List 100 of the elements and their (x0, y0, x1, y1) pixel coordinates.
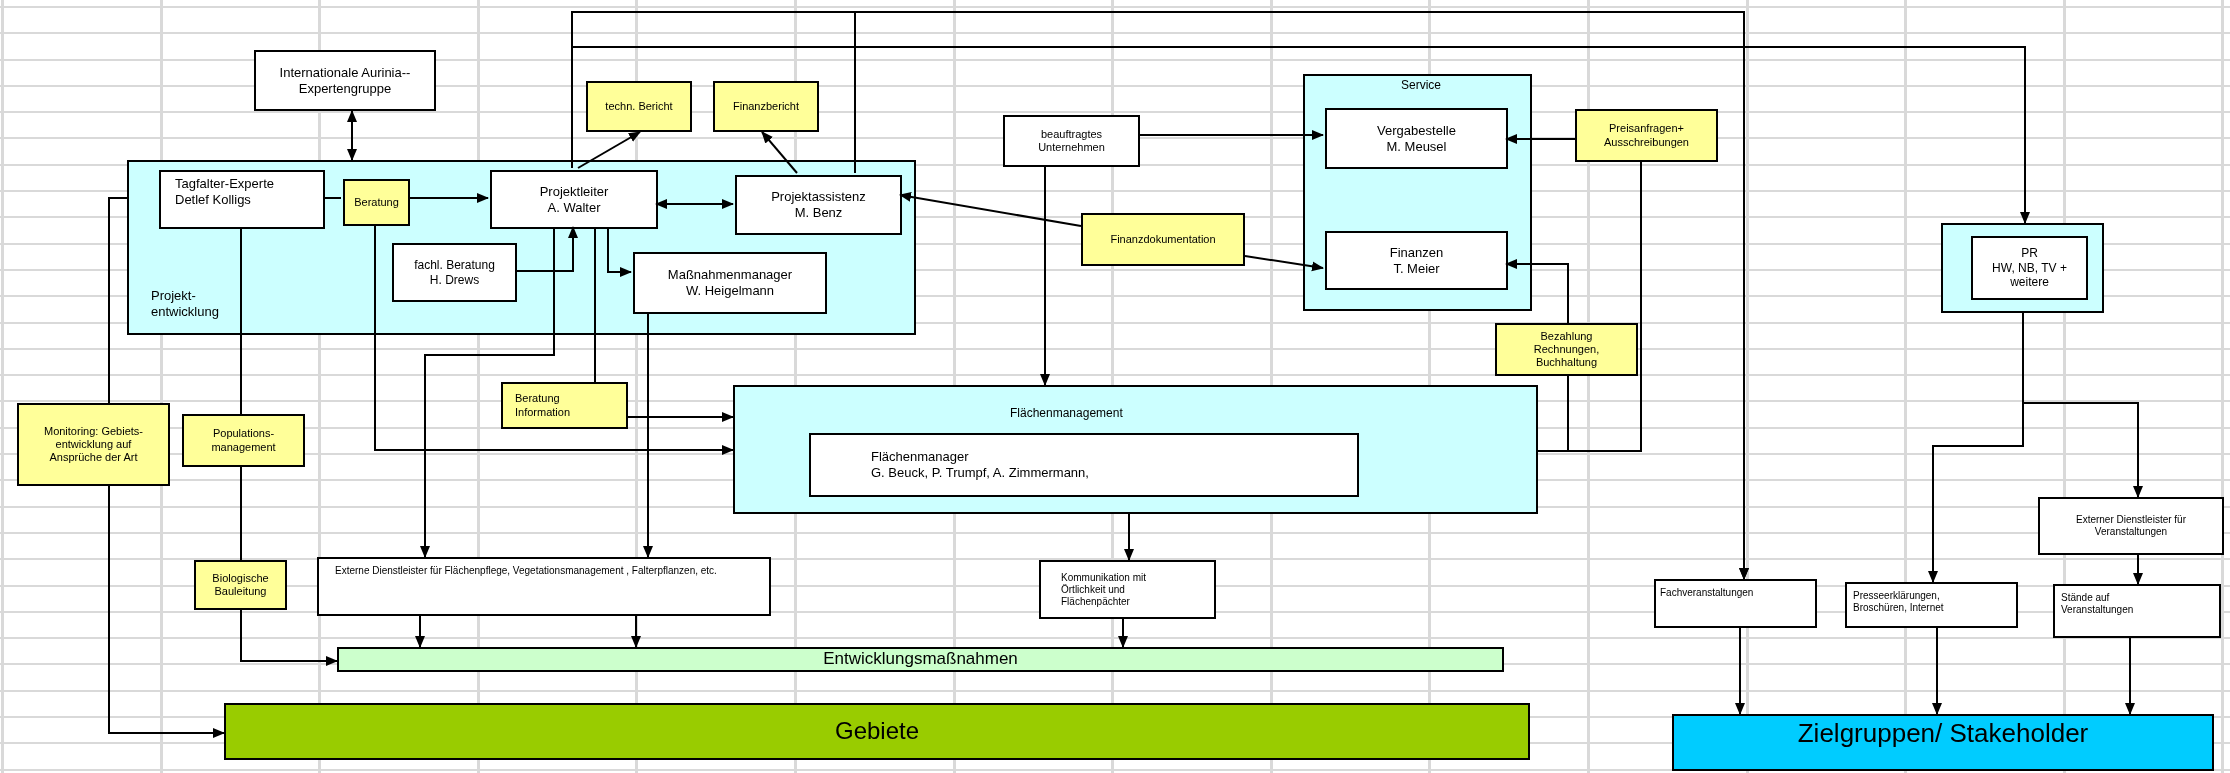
process-box (317, 557, 771, 616)
box-label: G. Beuck, P. Trumpf, A. Zimmermann, (871, 465, 1089, 481)
connector-arrow (627, 412, 734, 422)
box-label: Tagfalter-Experte Detlef Kolligs (175, 176, 275, 208)
connector-arrow (761, 131, 798, 174)
connector-arrow (899, 191, 1082, 227)
connector-arrow (2022, 312, 2143, 498)
note-box (1495, 323, 1638, 376)
box-label: Kommunikation mit Örtlichkeit und Flächenpächter (1061, 571, 1148, 608)
connector-arrow (643, 311, 653, 558)
connector-arrow (655, 199, 734, 209)
connector-arrow (1505, 134, 1576, 144)
box-label: Bezahlung Rechnungen, Buchhaltung (1532, 329, 1601, 370)
box-label: beauftragtes Unternehmen (1037, 127, 1106, 155)
connector-arrow (1118, 618, 1128, 648)
box-label: Presseerklärungen, Broschüren, Internet (1853, 590, 1945, 614)
connector-arrow (240, 609, 338, 666)
target-bar (1672, 714, 2214, 771)
connector-arrow (420, 226, 555, 558)
group-title: Service (1401, 78, 1441, 93)
connector-arrow (415, 615, 425, 648)
group-title: Flächenmanagement (1010, 406, 1123, 421)
box-label: M. Benz (794, 205, 843, 221)
connector-arrow (1932, 627, 1942, 715)
note-box (1081, 213, 1245, 266)
note-box (501, 382, 628, 429)
connector-arrow (347, 110, 357, 161)
group-panel (733, 385, 1538, 514)
process-box (490, 170, 658, 229)
box-label: Finanzen (1389, 244, 1444, 261)
process-box (159, 170, 325, 229)
connector-arrow (1124, 513, 1134, 561)
process-box (1325, 108, 1508, 169)
connector-arrow (1505, 259, 1569, 324)
connector-arrow (854, 11, 1749, 580)
box-label: Projektleiter (539, 183, 609, 200)
process-box (1003, 115, 1140, 167)
box-label: Zielgruppen/ Stakeholder (1797, 718, 2089, 750)
box-label: Projektassistenz (771, 189, 866, 205)
box-label: Entwicklungsmaßnahmen (823, 649, 1018, 670)
process-box (1039, 560, 1216, 619)
box-label: A. Walter (547, 199, 601, 216)
box-label: Stände auf Veranstaltungen (2061, 592, 2135, 616)
note-box (194, 560, 287, 610)
connector-arrow (2133, 554, 2143, 585)
stage-bar (337, 647, 1504, 672)
box-label: HW, NB, TV + weitere (1991, 260, 2068, 290)
box-label: Finanzbericht (732, 99, 799, 114)
process-box (633, 252, 827, 314)
connector-arrow (571, 46, 2030, 224)
box-label: Biologische Bauleitung (211, 571, 270, 599)
process-box (1325, 231, 1508, 290)
process-box (735, 175, 902, 235)
connector-arrow (407, 193, 489, 203)
note-box (713, 81, 819, 132)
group-panel (1303, 74, 1532, 311)
connector-arrow (607, 226, 632, 277)
box-label: Gebiete (834, 717, 920, 746)
process-box (1654, 579, 1817, 628)
box-label: PR (2021, 246, 2038, 261)
connector-arrow (108, 485, 225, 738)
box-label: T. Meier (1393, 260, 1440, 277)
connector-arrow (1244, 255, 1324, 272)
group-title: Projekt- entwicklung (151, 288, 220, 320)
box-label: Populations- management (210, 427, 277, 454)
box-label: H. Drews (429, 272, 480, 287)
note-box (17, 403, 170, 486)
box-label: Externer Dienstleister für Veranstaltungen (2074, 514, 2187, 538)
box-label: M. Meusel (1386, 138, 1447, 155)
box-label: Externe Dienstleister für Flächenpflege, Vegetationsmanagement , Falterpflanzen, etc. (335, 565, 717, 577)
connector-arrow (577, 131, 641, 169)
box-label: Internationale Aurinia-- Expertengruppe (278, 64, 412, 97)
box-label: W. Heigelmann (685, 283, 775, 299)
group-panel (1941, 223, 2104, 313)
box-label: Finanzdokumentation (1110, 232, 1216, 247)
process-box (1845, 582, 2018, 628)
box-label: Maßnahmenmanager (667, 267, 793, 283)
group-panel (127, 160, 916, 335)
box-label: Beratung (354, 195, 399, 210)
note-box (343, 179, 410, 226)
box-label: techn. Bericht (605, 99, 673, 114)
connector-arrow (1139, 130, 1324, 140)
process-box (2053, 584, 2221, 638)
note-box (586, 81, 692, 132)
box-label: Vergabestelle (1377, 122, 1456, 139)
process-box (2038, 497, 2224, 555)
note-box (1575, 109, 1718, 162)
connector-arrow (374, 223, 734, 455)
process-box (254, 50, 436, 111)
process-box (809, 433, 1359, 497)
box-label: fachl. Beratung (414, 258, 495, 273)
connector-arrow (1040, 166, 1050, 386)
box-label: Flächenmanager (871, 449, 969, 465)
process-box (392, 243, 517, 302)
box-label: Preisanfragen+ Ausschreibungen (1603, 122, 1690, 149)
process-box (1971, 236, 2088, 300)
target-bar (224, 703, 1530, 760)
connector-arrow (631, 615, 641, 648)
box-label: Beratung Information (515, 392, 572, 419)
connector-arrow (1735, 627, 1745, 715)
